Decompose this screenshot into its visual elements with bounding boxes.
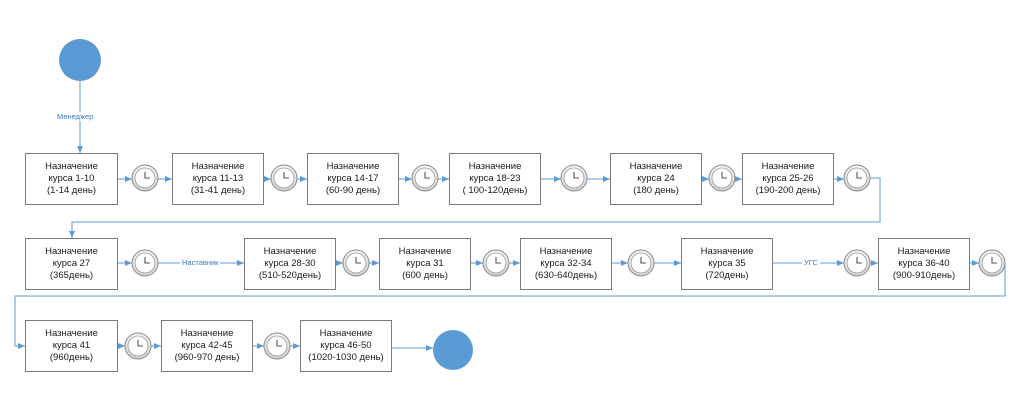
- timer-icon: [843, 164, 871, 192]
- timer-icon: [978, 249, 1006, 277]
- step-box-text: курса 41: [52, 340, 91, 351]
- timer-icon: [411, 164, 439, 192]
- timer-nodes: [124, 164, 1006, 360]
- flow-arrow: [14, 263, 1006, 349]
- step-box-text: Назначение: [263, 246, 317, 257]
- step-box-text: курса 46-50: [320, 340, 372, 351]
- step-box-text: (960день): [49, 352, 94, 363]
- timer-icon: [843, 249, 871, 277]
- step-box-text: курса 36-40: [898, 258, 950, 269]
- step-box-text: курса 35: [708, 258, 746, 269]
- step-box-text: (510-520день): [258, 270, 322, 281]
- step-box-text: Назначение: [897, 246, 951, 257]
- step-box-text: (60-90 день): [325, 185, 381, 196]
- step-box-text: курса 1-10: [48, 173, 95, 184]
- step-box-text: курса 24: [637, 173, 675, 184]
- start-edge-label: Менеджер: [55, 112, 96, 121]
- timer-icon: [131, 249, 159, 277]
- step-box-text: курса 27: [52, 258, 91, 269]
- timer-icon: [124, 332, 152, 360]
- step-box-text: (31-41 день): [190, 185, 246, 196]
- step-box-text: Назначение: [398, 246, 452, 257]
- step-box-text: ( 100-120день): [462, 185, 528, 196]
- timer-icon: [342, 249, 370, 277]
- timer-icon: [627, 249, 655, 277]
- step-box-text: курса 42-45: [181, 340, 233, 351]
- mentor-edge-label: Наставник: [180, 258, 221, 267]
- timer-icon: [708, 164, 736, 192]
- step-box-text: (1-14 день): [46, 185, 96, 196]
- step-box-text: (1020-1030 день): [308, 352, 384, 363]
- step-box-text: Назначение: [539, 246, 593, 257]
- step-box-text: Назначение: [319, 328, 373, 339]
- step-box-text: Назначение: [45, 161, 98, 172]
- step-box-text: курса 31: [406, 258, 444, 269]
- end-event: [433, 330, 473, 370]
- ugs-edge-label: УГС: [802, 258, 820, 267]
- event-nodes: [59, 39, 473, 370]
- step-box-text: (900-910день): [892, 270, 956, 281]
- step-box-text: курса 25-26: [762, 173, 814, 184]
- step-box-text: курса 14-17: [327, 173, 379, 184]
- step-box-text: (720день): [705, 270, 749, 281]
- flow-arrows: [14, 81, 1006, 351]
- start-event: [59, 39, 101, 81]
- step-box-text: Назначение: [326, 161, 380, 172]
- step-box-text: Назначение: [629, 161, 683, 172]
- timer-icon: [270, 164, 298, 192]
- step-box-text: (365день): [49, 270, 94, 281]
- step-box-text: курса 28-30: [264, 258, 316, 269]
- step-box-text: Назначение: [191, 161, 245, 172]
- step-box-text: (180 день): [633, 185, 679, 196]
- timer-icon: [263, 332, 291, 360]
- step-box-text: курса 11-13: [192, 173, 244, 184]
- timer-icon: [131, 164, 159, 192]
- flow-arrow: [69, 177, 881, 238]
- step-box-text: курса 32-34: [540, 258, 592, 269]
- step-box-text: Назначение: [700, 246, 754, 257]
- step-box-text: (960-970 день): [174, 352, 240, 363]
- step-box-text: курса 18-23: [469, 173, 521, 184]
- step-box-text: (630-640день): [534, 270, 598, 281]
- step-box-text: Назначение: [761, 161, 815, 172]
- step-box-text: Назначение: [468, 161, 522, 172]
- timer-icon: [560, 164, 588, 192]
- step-box-text: Назначение: [45, 328, 98, 339]
- step-box-text: Назначение: [180, 328, 234, 339]
- step-box-text: (190-200 день): [755, 185, 821, 196]
- step-box-text: Назначение: [45, 246, 98, 257]
- timer-icon: [482, 249, 510, 277]
- step-box-text: (600 день): [402, 270, 448, 281]
